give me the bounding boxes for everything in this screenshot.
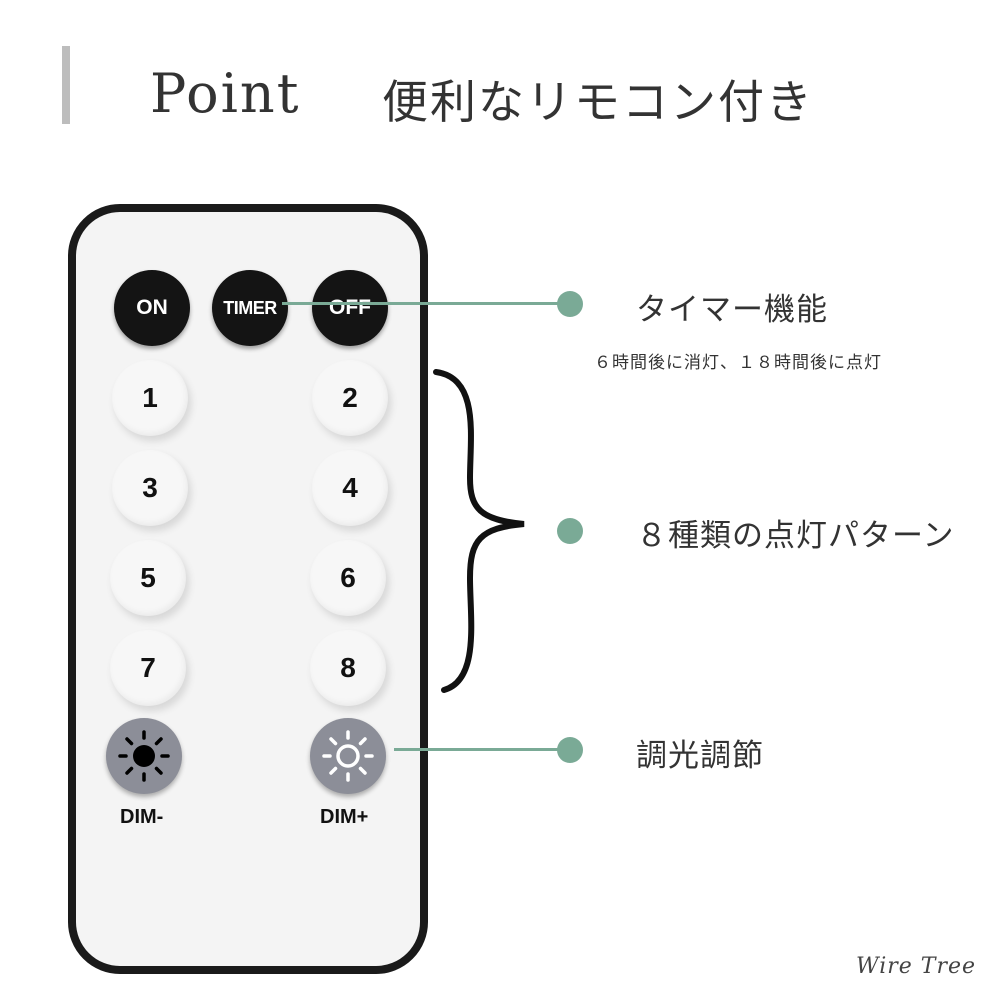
- button-4[interactable]: 4: [312, 450, 388, 526]
- dim-plus-label: DIM+: [320, 806, 369, 828]
- sun-dark-icon: [118, 730, 170, 782]
- dim-minus-button[interactable]: [106, 718, 182, 794]
- timer-button[interactable]: TIMER: [212, 270, 288, 346]
- dim-minus-label: DIM-: [120, 806, 164, 828]
- timer-callout-dot: [557, 291, 583, 317]
- remote-control: ON TIMER OFF 1 2 3 4 5 6 7 8 DIM-: [68, 204, 428, 974]
- off-button[interactable]: OFF: [312, 270, 388, 346]
- dim-plus-button[interactable]: [310, 718, 386, 794]
- dimming-connector-line: [394, 748, 572, 751]
- curly-brace-icon: [433, 369, 525, 693]
- button-3[interactable]: 3: [112, 450, 188, 526]
- dimming-callout-title: 調光調節: [636, 738, 764, 774]
- dimming-callout-dot: [557, 737, 583, 763]
- brand-watermark: Wire Tree: [856, 954, 977, 979]
- patterns-callout-title: ８種類の点灯パターン: [636, 518, 955, 554]
- timer-callout-subtitle: ６時間後に消灯、１８時間後に点灯: [594, 353, 882, 373]
- patterns-callout-dot: [557, 518, 583, 544]
- timer-callout-title: タイマー機能: [636, 292, 828, 328]
- button-5[interactable]: 5: [110, 540, 186, 616]
- button-8[interactable]: 8: [310, 630, 386, 706]
- on-button[interactable]: ON: [114, 270, 190, 346]
- timer-connector-line: [282, 302, 572, 305]
- button-1[interactable]: 1: [112, 360, 188, 436]
- button-2[interactable]: 2: [312, 360, 388, 436]
- accent-bar: [62, 46, 70, 124]
- button-7[interactable]: 7: [110, 630, 186, 706]
- page-title-point: Point: [150, 62, 301, 125]
- sun-outline-icon: [322, 730, 374, 782]
- page-title-jp: 便利なリモコン付き: [382, 75, 814, 129]
- button-6[interactable]: 6: [310, 540, 386, 616]
